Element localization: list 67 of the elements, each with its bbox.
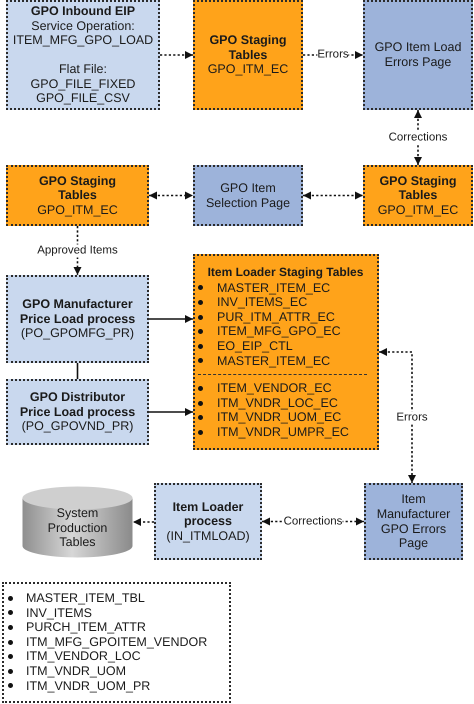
table-box	[193, 0, 303, 110]
arrow	[303, 192, 363, 200]
list-item-text: EO_EIP_CTL	[217, 338, 293, 353]
list-item-text: ITM_VNDR_UMPR_EC	[217, 424, 349, 439]
arrow	[149, 408, 193, 416]
edge-label: Corrections	[284, 515, 342, 527]
list-item-text: MASTER_ITEM_TBL	[26, 591, 145, 605]
node-text: GPO_FILE_FIXED	[30, 76, 136, 91]
node-title: GPO Staging Tables	[209, 33, 287, 62]
list-item-text: ITM_VNDR_LOC_EC	[217, 396, 338, 410]
node-text: Item Manufacturer GPO Errors Page	[376, 492, 450, 550]
edge-label: Errors	[396, 411, 428, 423]
list-item-text: ITEM_VENDOR_EC	[217, 381, 332, 396]
node-text: GPO Item Selection Page	[206, 180, 290, 210]
table-list-box	[2, 582, 231, 703]
node-text: Service Operation:	[31, 18, 135, 33]
connector-line	[76, 363, 78, 379]
arrow	[74, 226, 82, 275]
node-text: (IN_ITMLOAD)	[166, 528, 250, 543]
edge-label: Corrections	[388, 131, 448, 143]
list-item-text: INV_ITEMS_EC	[217, 295, 308, 310]
arrow	[149, 315, 193, 323]
node-text: GPO_ITM_EC	[37, 202, 118, 217]
page-box	[193, 165, 303, 226]
table-box	[363, 165, 473, 226]
edge-label: Errors	[317, 48, 349, 60]
process-box	[6, 0, 160, 110]
node-title: Item Loader process	[172, 500, 244, 528]
process-box	[6, 379, 149, 445]
list-item-text: PUR_ITM_ATTR_EC	[217, 310, 335, 324]
list-item-text: ITM_VNDR_UOM	[26, 664, 126, 678]
list-item-text: ITEM_MFG_GPO_EC	[217, 324, 341, 338]
node-title: Item Loader Staging Tables	[208, 265, 364, 279]
arrow	[133, 518, 154, 526]
node-text: GPO Item Load Errors Page	[374, 40, 462, 69]
list-item-text: PURCH_ITEM_ATTR	[26, 620, 146, 634]
process-box	[6, 275, 149, 363]
arrow	[149, 192, 193, 200]
node-title: GPO Distributor Price Load process	[20, 390, 136, 419]
node-text: (PO_GPOVND_PR)	[22, 419, 134, 434]
node-title: GPO Staging Tables	[38, 174, 116, 202]
database-cylinder	[22, 486, 133, 558]
node-title: GPO Inbound EIP	[30, 4, 136, 18]
page-box	[363, 0, 473, 110]
node-text: ITEM_MFG_GPO_LOAD	[12, 33, 154, 48]
node-title: GPO Manufacturer Price Load process	[20, 297, 136, 326]
table-box	[193, 254, 379, 450]
node-text: GPO_FILE_CSV	[36, 91, 130, 106]
list-item-text: ITM_VENDOR_LOC	[26, 649, 141, 664]
list-item-text: ITM_MFG_GPOITEM_VENDOR	[26, 634, 208, 649]
node-text: (PO_GPOMFG_PR)	[20, 326, 134, 340]
node-text: Flat File:	[59, 62, 107, 76]
node-text: System Production Tables	[46, 506, 108, 550]
node-text: GPO_ITM_EC	[378, 202, 458, 217]
arrow	[379, 348, 416, 483]
table-box	[6, 165, 149, 226]
list-item-text: ITM_VNDR_UOM_PR	[26, 678, 150, 693]
list-item-text: ITM_VNDR_UOM_EC	[217, 410, 342, 424]
list-item-text: INV_ITEMS	[26, 606, 92, 620]
node-text: GPO_ITM_EC	[208, 62, 288, 76]
arrow	[160, 51, 193, 59]
process-box	[154, 483, 262, 560]
page-box	[364, 483, 463, 560]
list-item-text: MASTER_ITEM_EC	[217, 280, 330, 295]
list-item-text: MASTER_ITEM_EC	[217, 354, 330, 368]
node-title: GPO Staging Tables	[379, 174, 457, 202]
edge-label: Approved Items	[37, 244, 118, 256]
